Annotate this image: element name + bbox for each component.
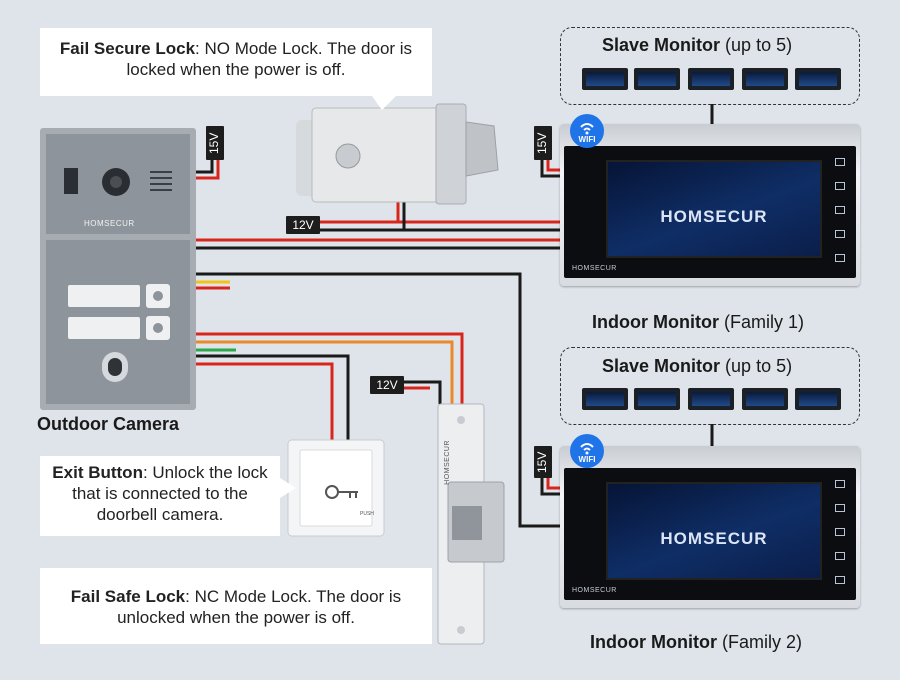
indoor-monitor-1: HOMSECUR HOMSECUR (560, 124, 860, 286)
callout-exit-button-pointer (280, 478, 296, 498)
slave-monitor-thumb (634, 68, 680, 90)
monitor1-15v-tag: 15V (534, 126, 552, 160)
indoor-monitor-2-name: Indoor Monitor (590, 632, 717, 652)
slave-monitor-thumb (795, 388, 841, 410)
slave-monitor-2-name: Slave Monitor (602, 356, 721, 376)
wire-12v-fail-safe (404, 380, 442, 404)
fail-safe-lock-brand: HOMSECUR (444, 440, 451, 485)
slave-monitor-2-note: (up to 5) (725, 356, 793, 376)
callout-fail-safe: Fail Safe Lock: NC Mode Lock. The door i… (40, 568, 432, 644)
slave-monitor-1-name: Slave Monitor (602, 35, 721, 55)
callout-exit-button-text: : Unlock the lock that is connected to t… (72, 463, 268, 524)
fail-safe-lock-device (437, 403, 505, 645)
indoor-monitor-2-label: Indoor Monitor (Family 2) (590, 632, 802, 653)
callout-exit-button: Exit Button: Unlock the lock that is con… (40, 456, 280, 536)
indoor-monitor-1-front: HOMSECUR HOMSECUR (564, 146, 856, 278)
indoor-monitor-2-family: (Family 2) (721, 632, 802, 652)
slave-monitor-1-label: Slave Monitor (up to 5) (602, 35, 792, 56)
indoor-monitor-2-keys (830, 480, 850, 600)
callout-fail-secure-text: : NO Mode Lock. The door is locked when … (126, 39, 413, 79)
indoor-monitor-2-front: HOMSECUR HOMSECUR (564, 468, 856, 600)
indoor-monitor-1-brand: HOMSECUR (660, 207, 768, 227)
callout-fail-secure-title: Fail Secure Lock (59, 39, 196, 58)
indoor-monitor-1-family: (Family 1) (723, 312, 804, 332)
wire-15v-camera (195, 160, 220, 180)
wifi-badge-2: WIFI (570, 434, 604, 468)
wifi-icon (580, 443, 594, 455)
indoor-monitor-1-screen: HOMSECUR (606, 160, 822, 258)
slave-monitor-thumb (688, 388, 734, 410)
wifi-badge-1-text: WIFI (578, 135, 596, 144)
outdoor-camera-label-text: Outdoor Camera (37, 414, 180, 434)
wifi-badge-2-text: WIFI (578, 455, 596, 464)
indoor-monitor-1-label: Indoor Monitor (Family 1) (592, 312, 804, 333)
exit-button-device (287, 439, 385, 537)
slave-monitor-thumb (582, 68, 628, 90)
slave-monitor-thumb (742, 388, 788, 410)
indoor-monitor-2-mini-brand: HOMSECUR (572, 587, 617, 594)
slave-monitor-group-1 (560, 27, 860, 105)
slave-monitor-thumb (688, 68, 734, 90)
indoor-monitor-2: HOMSECUR HOMSECUR (560, 446, 860, 608)
outdoor-camera (40, 128, 196, 410)
callout-fail-safe-text: : NC Mode Lock. The door is unlocked whe… (117, 587, 402, 627)
fail-secure-lock-device (296, 103, 499, 205)
indoor-monitor-1-keys (830, 158, 850, 278)
indoor-monitor-2-screen: HOMSECUR (606, 482, 822, 580)
wifi-badge-1: WIFI (570, 114, 604, 148)
slave-monitor-1-note: (up to 5) (725, 35, 793, 55)
callout-fail-secure-pointer (372, 96, 396, 110)
wifi-icon (580, 123, 594, 135)
slave-monitor-thumb (742, 68, 788, 90)
camera-brand: HOMSECUR (84, 219, 135, 228)
wire-15v-monitors (540, 160, 560, 496)
slave-monitor-2-label: Slave Monitor (up to 5) (602, 356, 792, 377)
camera-15v-tag: 15V (206, 126, 224, 160)
slave-monitor-thumb (795, 68, 841, 90)
slave-monitor-thumb (634, 388, 680, 410)
callout-fail-safe-title: Fail Safe Lock (70, 587, 186, 606)
indoor-monitor-2-brand: HOMSECUR (660, 529, 768, 549)
wire-camera-monitor1 (195, 238, 560, 250)
wire-camera-locks (195, 332, 464, 448)
indoor-monitor-1-name: Indoor Monitor (592, 312, 719, 332)
slave-monitor-thumb (582, 388, 628, 410)
wire-camera-monitor2 (195, 272, 560, 528)
fail-safe-12v-tag: 12V (370, 376, 404, 394)
slave-monitor-group-2 (560, 347, 860, 425)
indoor-monitor-1-mini-brand: HOMSECUR (572, 265, 617, 272)
fail-secure-12v-tag: 12V (286, 216, 320, 234)
exit-button-push-text: PUSH (360, 511, 374, 517)
callout-fail-secure: Fail Secure Lock: NO Mode Lock. The door… (40, 28, 432, 96)
callout-exit-button-title: Exit Button (52, 463, 143, 482)
outdoor-camera-label: Outdoor Camera (37, 414, 179, 435)
monitor2-15v-tag: 15V (534, 446, 552, 478)
